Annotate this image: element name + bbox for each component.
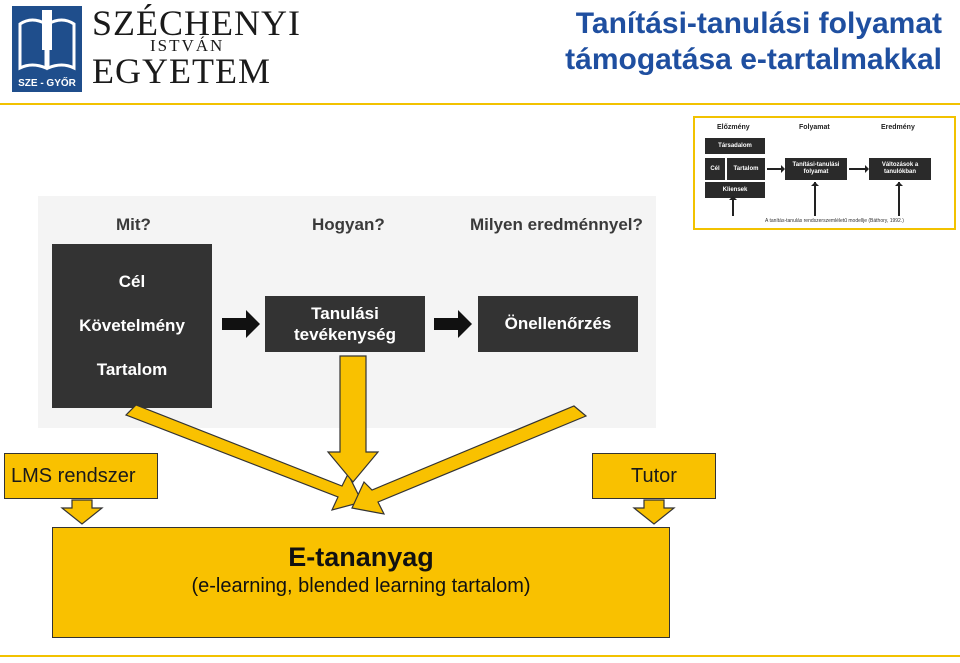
label-lms-rendszer: LMS rendszer: [4, 453, 158, 499]
e-tananyag-box: E-tananyag (e-learning, blended learning…: [52, 527, 670, 638]
arrow-from-box2: [326, 355, 380, 483]
e-tananyag-title: E-tananyag: [288, 542, 434, 572]
box1-kovetelmeny: Követelmény: [79, 316, 185, 335]
system-model-inset: Előzmény Folyamat Eredmény Társadalom Cé…: [693, 116, 956, 230]
inset-box-cel: Cél: [705, 158, 725, 180]
bottom-divider: [0, 655, 960, 657]
arrow-tutor-down: [632, 499, 676, 525]
box-onellenorzes: Önellenőrzés: [478, 296, 638, 352]
slide-title-line1: Tanítási-tanulási folyamat: [575, 7, 942, 40]
box1-tartalom: Tartalom: [96, 360, 168, 379]
slide-title: Tanítási-tanulási folyamat támogatása e-…: [565, 6, 942, 78]
inset-box-result: Változások a tanulókban: [869, 158, 931, 180]
label-tutor: Tutor: [592, 453, 716, 499]
logo-caption: SZE - GYŐR: [18, 78, 76, 89]
question-eredmeny: Milyen eredménnyel?: [470, 215, 643, 234]
arrow-lms-down: [60, 499, 104, 525]
inset-arrows: [729, 165, 903, 216]
book-tower-icon: [18, 10, 76, 71]
logo-text-egyetem: EGYETEM: [92, 51, 271, 91]
question-mit: Mit?: [116, 215, 151, 234]
e-tananyag-subtitle: (e-learning, blended learning tartalom): [191, 575, 531, 597]
inset-box-tartalom: Tartalom: [727, 158, 765, 180]
inset-header-eredmeny: Eredmény: [881, 124, 915, 131]
arrow-right-2: [434, 310, 472, 338]
top-divider: [0, 103, 960, 105]
inset-box-kliensek: Kliensek: [705, 182, 765, 198]
inset-header-folyamat: Folyamat: [799, 124, 830, 131]
slide-title-line2: támogatása e-tartalmakkal: [565, 43, 942, 76]
arrow-from-box1: [124, 404, 363, 511]
arrow-from-box3: [351, 405, 588, 515]
box2-line1: Tanulási: [311, 304, 379, 323]
box2-line2: tevékenység: [293, 325, 397, 344]
question-hogyan: Hogyan?: [312, 215, 385, 234]
inset-caption: A tanítás-tanulás rendszerszemléletű mod…: [765, 218, 904, 224]
inset-header-elozmeny: Előzmény: [717, 124, 750, 131]
inset-box-process: Tanítási-tanulási folyamat: [785, 158, 847, 180]
logo-text-szechenyi: SZÉCHENYI: [92, 3, 301, 43]
inset-box-tarsadalom: Társadalom: [705, 138, 765, 154]
box-cel-kovetelmeny-tartalom: Cél Követelmény Tartalom: [52, 244, 212, 408]
logo-text-istvan: ISTVÁN: [150, 36, 225, 55]
box-tanulasi-tevekenyseg: Tanulási tevékenység: [265, 296, 425, 352]
university-logo-emblem: [12, 6, 82, 92]
arrow-right-1: [222, 310, 260, 338]
box1-cel: Cél: [118, 272, 146, 291]
